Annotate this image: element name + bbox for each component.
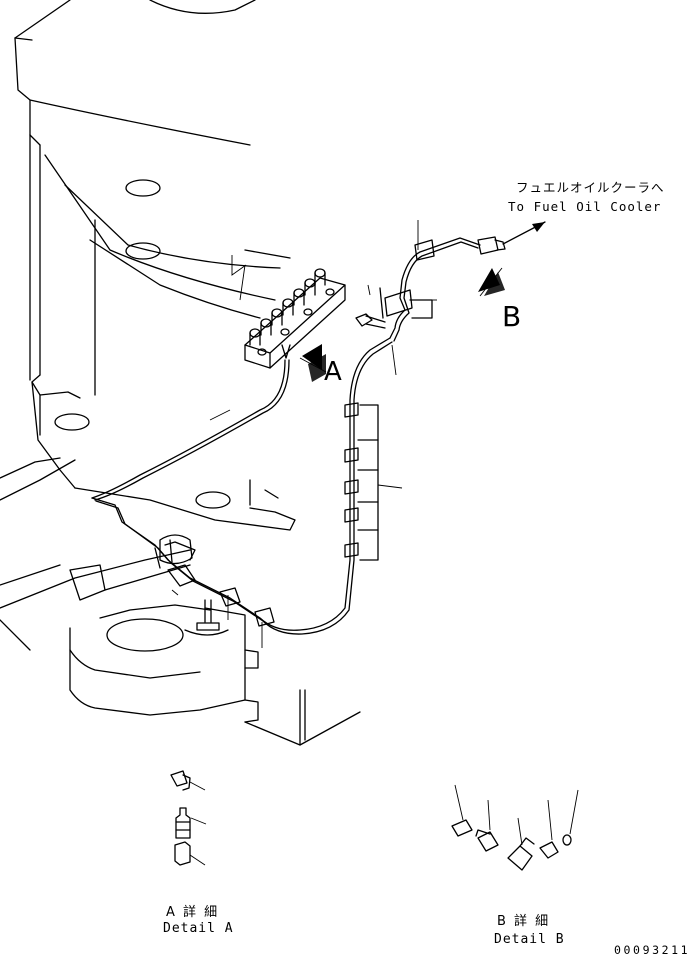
detail-a-parts: A 詳 細 Detail A bbox=[163, 770, 234, 936]
detail-a-en: Detail A bbox=[163, 921, 234, 936]
view-arrow-b: B bbox=[478, 267, 521, 333]
view-arrow-a: A bbox=[299, 344, 342, 387]
grease-tube bbox=[91, 237, 481, 635]
leader-lines bbox=[171, 220, 437, 648]
callout-en: To Fuel Oil Cooler bbox=[508, 199, 661, 214]
view-label-b: B bbox=[502, 300, 521, 333]
cooler-connector bbox=[477, 221, 546, 255]
detail-b-en: Detail B bbox=[494, 932, 565, 947]
view-label-a: A bbox=[324, 357, 342, 387]
callout-jp: フュエルオイルクーラへ bbox=[516, 180, 665, 195]
drawing-number: 00093211 bbox=[614, 943, 690, 955]
bolts bbox=[184, 287, 386, 636]
machine-frame bbox=[0, 0, 361, 746]
tube-clamps bbox=[154, 239, 435, 627]
detail-a-jp: A 詳 細 bbox=[166, 904, 219, 920]
detail-b-jp: B 詳 細 bbox=[497, 913, 550, 929]
grease-manifold bbox=[244, 268, 346, 369]
detail-b-parts: B 詳 細 Detail B bbox=[451, 784, 579, 947]
